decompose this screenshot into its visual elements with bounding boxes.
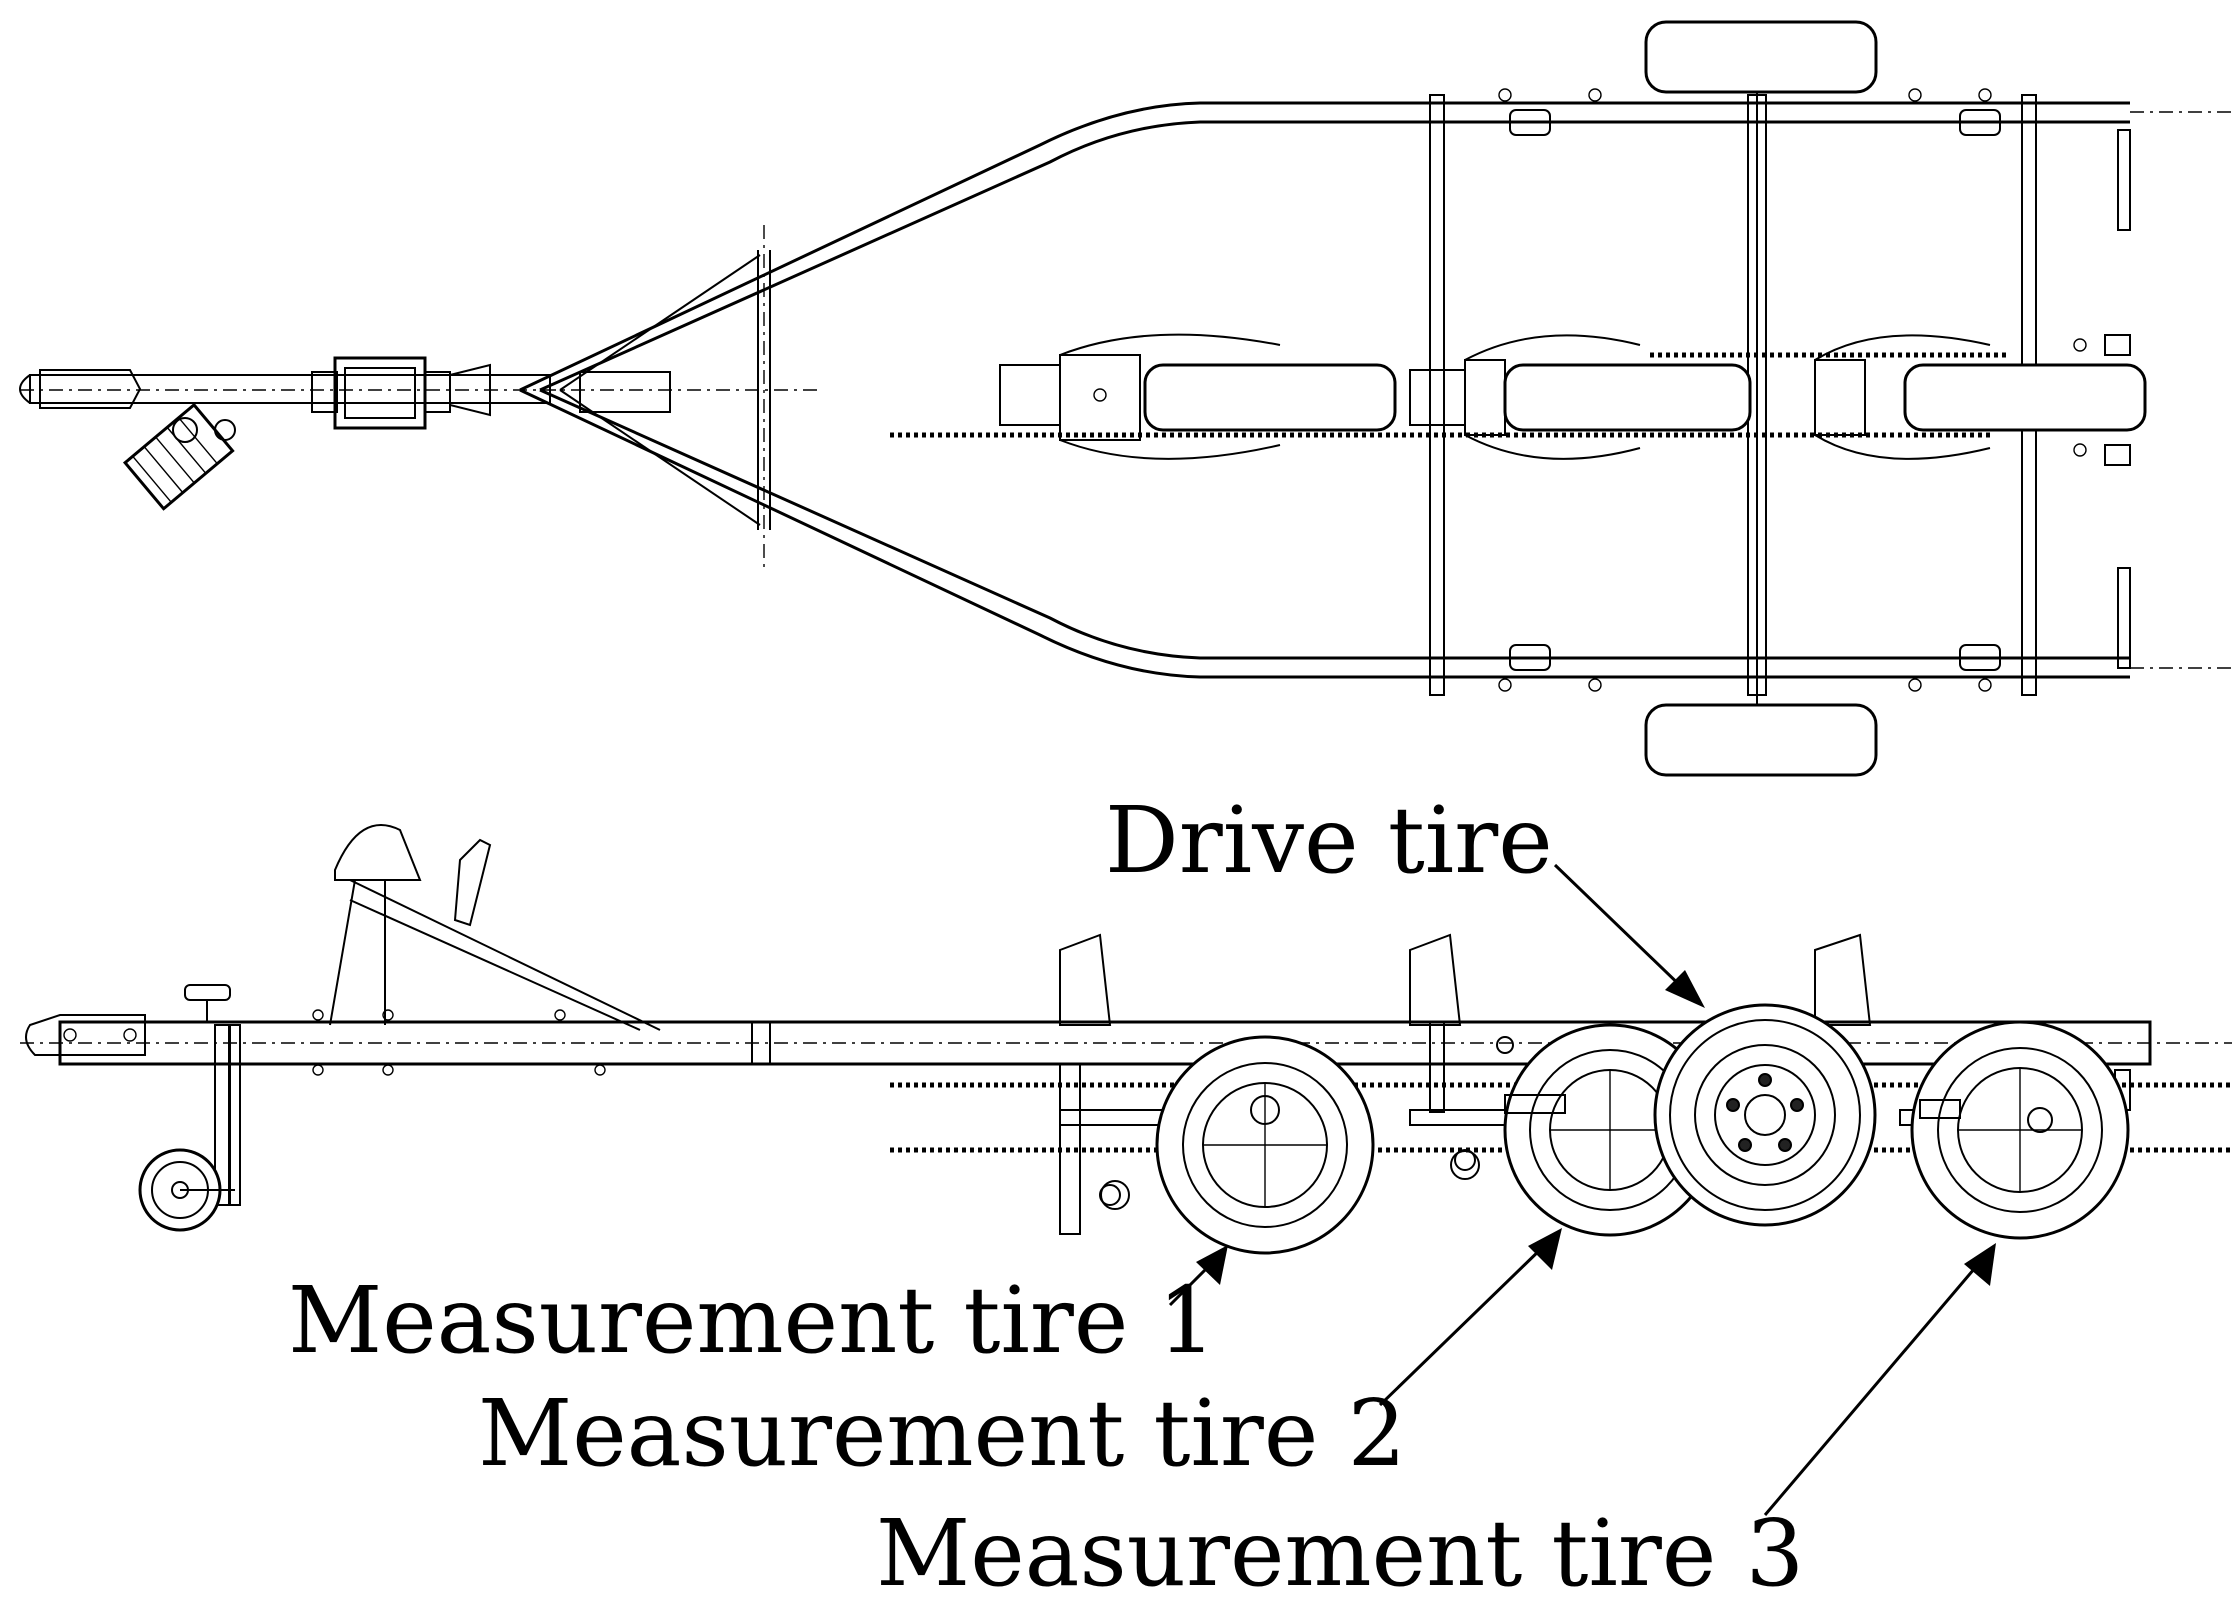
measurement-tire-3-label: Measurement tire 3 [876,1500,1804,1601]
plan-module-2 [1409,334,1752,460]
measurement-tire-2-arrow [1378,1243,1547,1407]
top-view [19,20,2232,777]
side-view [20,824,2232,1255]
measurement-tire-1-label: Measurement tire 1 [288,1267,1216,1374]
drive-tire-arrow [1553,863,1692,997]
measurement-tire-1-arrowhead [1196,1245,1228,1285]
measurement-tire-2-arrowhead [1528,1228,1562,1270]
measurement-tire-1-drawing [1155,1035,1375,1255]
callout-labels: Drive tire Measurement tire 1 Measuremen… [288,787,1804,1601]
drive-tire-drawing [1653,1003,1877,1227]
measurement-tire-3-arrowhead [1964,1243,1996,1286]
callout-arrows [1168,863,1996,1516]
drive-tire-arrowhead [1665,970,1705,1008]
drive-tire-label: Drive tire [1105,787,1553,894]
measurement-tire-2-label: Measurement tire 2 [478,1380,1406,1487]
measurement-tire-3-arrow [1763,1261,1982,1516]
plan-module-1 [999,333,1397,460]
measurement-tire-3-drawing [1910,1020,2130,1240]
plan-module-3 [1814,334,2147,466]
